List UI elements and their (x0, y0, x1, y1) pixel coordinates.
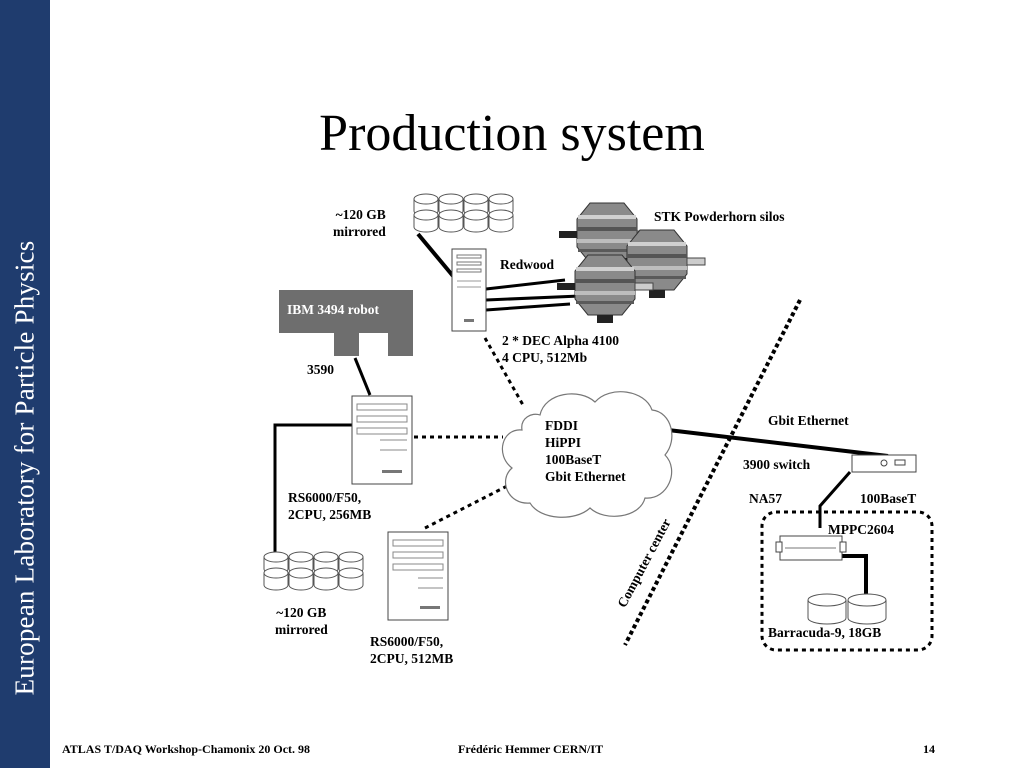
stk-label: STK Powderhorn silos (654, 209, 785, 224)
link-switch-mppc (818, 471, 852, 528)
rs6000-server-2 (387, 531, 449, 621)
link-disk-redwood (416, 232, 455, 278)
switch-3900 (851, 454, 917, 473)
na57-boundary (760, 510, 934, 652)
rs6000-server-1 (351, 395, 413, 485)
tape-3590-label: 3590 (307, 362, 334, 377)
link-redwood-silo3 (485, 302, 571, 312)
dotted-link-rs2-net (424, 480, 516, 530)
link-redwood-silo1 (485, 278, 566, 291)
footer-center: Frédéric Hemmer CERN/IT (458, 742, 604, 756)
sidebar-band: European Laboratory for Particle Physics (0, 0, 50, 768)
dec-alpha-label: 2 * DEC Alpha 4100 4 CPU, 512Mb (502, 333, 620, 365)
computer-center-boundary (623, 299, 802, 646)
disk-array-top (413, 193, 514, 233)
link-rs-disk (273, 423, 352, 580)
network-label: FDDI HiPPI 100BaseT Gbit Ethernet (545, 418, 626, 484)
barracuda-disks (807, 593, 887, 625)
dotted-link-dec-net (483, 337, 525, 406)
page-number: 14 (923, 742, 935, 756)
ibm-robot-label: IBM 3494 robot (287, 302, 380, 317)
na57-label: NA57 (749, 491, 782, 506)
footer-left: ATLAS T/DAQ Workshop-Chamonix 20 Oct. 98 (62, 742, 311, 756)
switch-label: 3900 switch (743, 457, 811, 472)
robot-drive-left (334, 333, 359, 356)
ibm-robot: IBM 3494 robot (279, 290, 413, 333)
rs6000-2-label: RS6000/F50, 2CPU, 512MB (370, 634, 454, 666)
barracuda-label: Barracuda-9, 18GB (768, 625, 882, 640)
disk-top-label: ~120 GB mirrored (333, 207, 386, 239)
gbit-ethernet-label: Gbit Ethernet (768, 413, 849, 428)
link-robot-rs (353, 357, 372, 396)
mppc-device (775, 535, 847, 561)
redwood-label: Redwood (500, 257, 555, 272)
mppc-label: MPPC2604 (828, 522, 894, 537)
disk-array-bottom (263, 551, 364, 591)
link-mppc-barracuda (840, 554, 868, 598)
base100-label: 100BaseT (860, 491, 917, 506)
rs6000-1-label: RS6000/F50, 2CPU, 256MB (288, 490, 372, 522)
network-cloud (501, 391, 673, 518)
disk-bottom-label: ~120 GB mirrored (275, 605, 328, 637)
link-redwood-silo2 (485, 294, 581, 302)
robot-drive-right (388, 333, 413, 356)
slide-title: Production system (319, 105, 705, 162)
redwood-server (451, 248, 487, 332)
link-gbit-ethernet (667, 428, 889, 458)
